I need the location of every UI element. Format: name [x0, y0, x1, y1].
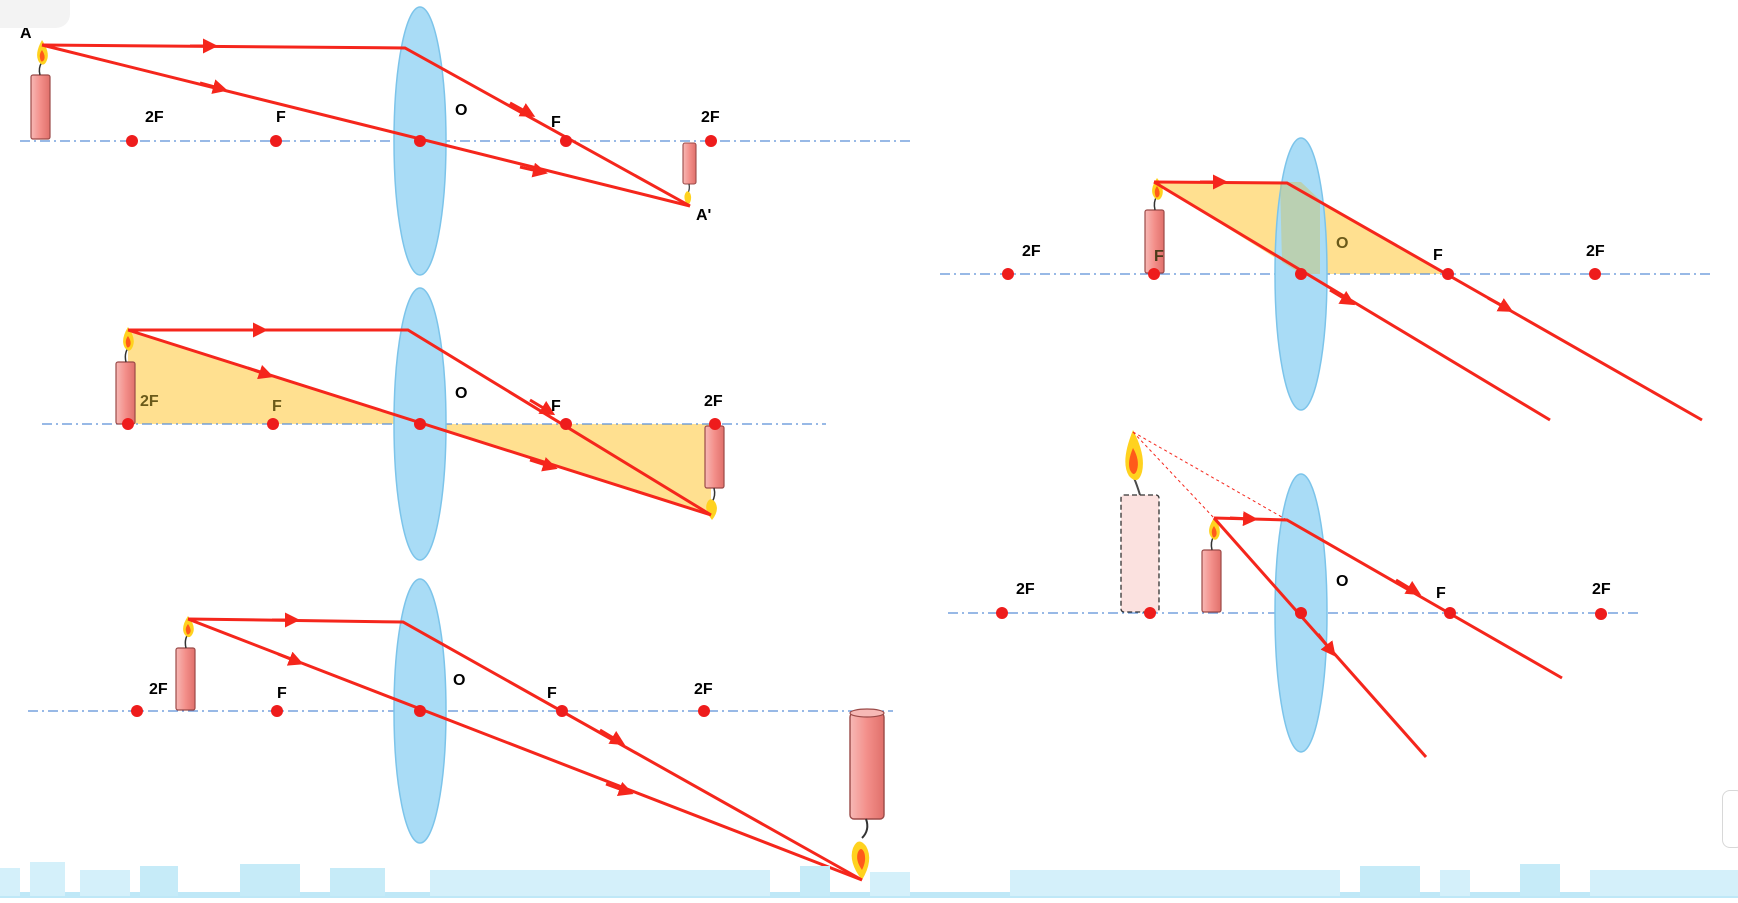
point-f-left [1148, 268, 1160, 280]
point-center [1295, 268, 1307, 280]
point-center [414, 418, 426, 430]
point-2f-left [1002, 268, 1014, 280]
bottom-toolbar-strip [0, 862, 1738, 898]
point-2f-left [122, 418, 134, 430]
ray-arrow [605, 781, 634, 796]
label-o: O [1336, 235, 1348, 252]
point-2f-right [709, 418, 721, 430]
ray-arrow [529, 457, 558, 472]
label-f: F [1433, 247, 1443, 264]
ray-arrow [1229, 511, 1258, 527]
point-f-left [1144, 607, 1156, 619]
label-2f: 2F [704, 393, 723, 410]
label-f: F [1154, 248, 1164, 265]
ray-arrow [277, 651, 304, 666]
label-2f: 2F [140, 393, 159, 410]
point-f-right [560, 418, 572, 430]
label-2f: 2F [1022, 243, 1041, 260]
object-candle [115, 327, 136, 425]
point-f-left [271, 705, 283, 717]
label-2f: 2F [149, 681, 168, 698]
label-f: F [547, 685, 557, 702]
panel-object-at-2f: 2F F O F 2F [42, 287, 826, 561]
point-2f-left [131, 705, 143, 717]
ray-arrow [509, 101, 536, 117]
point-f-right [556, 705, 568, 717]
point-f-right [560, 135, 572, 147]
label-o: O [455, 385, 467, 402]
ray-arrow [1329, 288, 1356, 306]
label-a: A [20, 25, 32, 42]
ray-parallel [41, 43, 691, 208]
image-candle [849, 708, 885, 880]
label-2f: 2F [1016, 581, 1035, 598]
ray-arrow [529, 398, 556, 416]
object-candle [175, 616, 196, 711]
point-2f-left [996, 607, 1008, 619]
point-f-left [270, 135, 282, 147]
panel-object-inside-f: 2F O F 2F [948, 430, 1640, 758]
object-candle [1201, 518, 1222, 613]
image-candle [682, 142, 697, 206]
ray-arrow [599, 728, 626, 746]
label-f: F [276, 109, 286, 126]
point-2f-right [1589, 268, 1601, 280]
point-center [414, 705, 426, 717]
point-2f-right [698, 705, 710, 717]
label-2f: 2F [1586, 243, 1605, 260]
panel-object-beyond-2f: A 2F F O F 2F A' [20, 6, 912, 276]
label-2f: 2F [701, 109, 720, 126]
panel-object-at-f: 2F F O F 2F [940, 137, 1710, 422]
ray-parallel [1153, 180, 1703, 422]
label-f: F [277, 685, 287, 702]
point-f-right [1444, 607, 1456, 619]
panel-handle-icon[interactable] [1722, 790, 1738, 848]
label-a-prime: A' [696, 207, 711, 224]
label-f: F [272, 398, 282, 415]
point-center [1295, 607, 1307, 619]
ray-parallel [1213, 516, 1563, 680]
point-2f-left [126, 135, 138, 147]
point-f-left [267, 418, 279, 430]
image-candle [704, 425, 725, 520]
ray-arrow [199, 79, 228, 94]
label-f: F [1436, 585, 1446, 602]
panel-object-between-f-and-2f: 2F F O F 2F [28, 578, 893, 882]
label-2f: 2F [145, 109, 164, 126]
ray-parallel [187, 617, 863, 882]
follow-icon[interactable] [0, 0, 70, 28]
shaded-region-overlap [1280, 182, 1320, 274]
label-2f: 2F [694, 681, 713, 698]
point-2f-right [705, 135, 717, 147]
ray-arrow [247, 364, 274, 380]
object-candle [30, 40, 51, 140]
label-o: O [453, 672, 465, 689]
point-2f-right [1595, 608, 1607, 620]
label-f: F [551, 398, 561, 415]
virtual-image-candle [1120, 430, 1160, 613]
ray-arrow [519, 162, 548, 178]
ray-through-center [41, 43, 691, 208]
label-f: F [551, 114, 561, 131]
ray-arrow [1316, 633, 1336, 657]
ray-parallel [128, 328, 712, 517]
label-o: O [1336, 573, 1348, 590]
ray-arrow [1395, 578, 1422, 596]
point-center [414, 135, 426, 147]
ray-arrow [1487, 296, 1514, 312]
label-2f: 2F [1592, 581, 1611, 598]
point-f-right [1442, 268, 1454, 280]
label-o: O [455, 102, 467, 119]
virtual-ray-extension [1132, 431, 1215, 519]
